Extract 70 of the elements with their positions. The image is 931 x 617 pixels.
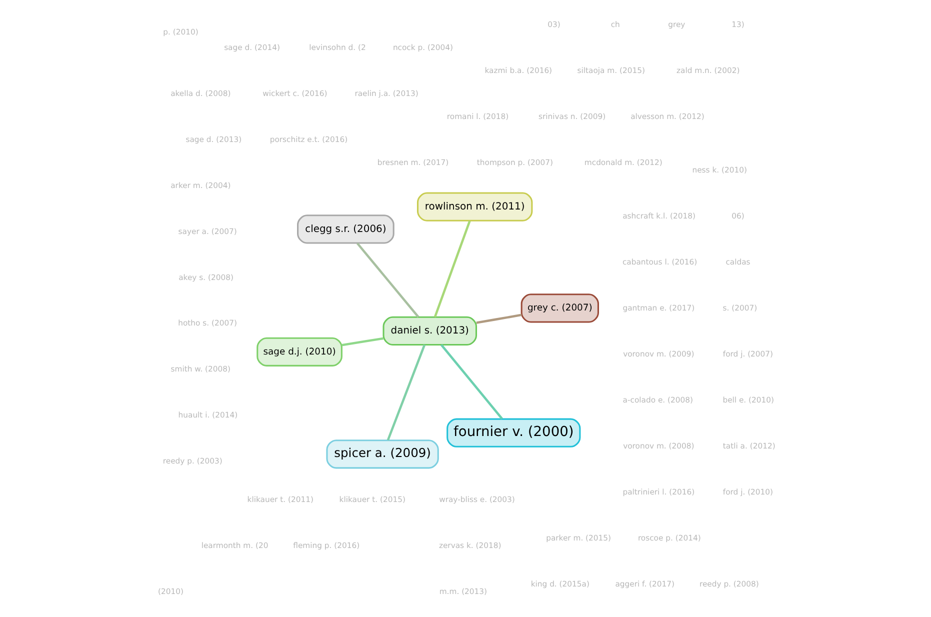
node-text: wray-bliss e. (2003) <box>439 495 515 504</box>
node-text: wickert c. (2016) <box>262 88 328 98</box>
node-text: ness k. (2010) <box>692 165 747 174</box>
node-text: roscoe p. (2014) <box>638 533 701 542</box>
node-text: a-colado e. (2008) <box>622 395 693 404</box>
node-text: sage d. (2014) <box>224 42 280 52</box>
connector <box>342 337 384 346</box>
node-text: kazmi b.a. (2016) <box>484 66 552 75</box>
node-text: bresnen m. (2017) <box>377 158 449 167</box>
node-text: ch <box>610 20 620 29</box>
node-text: s. (2007) <box>722 303 758 312</box>
connector <box>434 220 471 318</box>
node-text: levinsohn d. (2 <box>309 42 366 52</box>
node-text: porschitz e.t. (2016) <box>270 134 348 144</box>
node-text: ford j. (2010) <box>722 487 774 496</box>
connector <box>440 344 503 420</box>
node-text: mcdonald m. (2012) <box>584 158 662 167</box>
node-text: zervas k. (2018) <box>438 541 502 550</box>
node-text: raelin j.a. (2013) <box>354 88 418 98</box>
node-text: parker m. (2015) <box>546 533 612 542</box>
node-text: gantman e. (2017) <box>622 303 695 312</box>
node-text: aggeri f. (2017) <box>615 579 675 588</box>
node-text: reedy p. (2003) <box>162 456 222 466</box>
node-text: voronov m. (2008) <box>623 441 694 450</box>
node-text: reedy p. (2008) <box>699 579 759 588</box>
node-text: learmonth m. (20 <box>201 541 268 550</box>
node-text: klikauer t. (2015) <box>339 495 406 504</box>
node-text: tatli a. (2012) <box>722 441 776 450</box>
node-box: rowlinson m. (2011) <box>416 192 533 222</box>
node-text: 03) <box>548 20 560 29</box>
node-text: thompson p. (2007) <box>476 158 553 167</box>
node-text: zald m.n. (2002) <box>676 66 740 75</box>
node-text: bell e. (2010) <box>722 395 774 404</box>
node-text: siltaoja m. (2015) <box>577 66 645 75</box>
node-box: grey c. (2007) <box>520 294 599 323</box>
connector <box>356 242 420 318</box>
node-text: cabantous l. (2016) <box>622 257 698 266</box>
node-text: m.m. (2013) <box>439 587 488 596</box>
node-text: ncock p. (2004) <box>392 42 453 52</box>
node-text: paltrinieri l. (2016) <box>622 487 695 496</box>
node-text: caldas <box>726 257 750 266</box>
node-text: smith w. (2008) <box>170 364 231 374</box>
node-text: akella d. (2008) <box>170 88 231 98</box>
node-text: akey s. (2008) <box>178 272 234 282</box>
node-text: arker m. (2004) <box>170 180 231 190</box>
node-text: grey <box>668 20 686 29</box>
node-text: hotho s. (2007) <box>178 318 237 328</box>
connector <box>386 344 426 441</box>
node-box: clegg s.r. (2006) <box>297 214 394 244</box>
node-text: king d. (2015a) <box>530 579 590 588</box>
node-text: (2010) <box>158 587 184 596</box>
node-text: sage d. (2013) <box>186 134 242 144</box>
node-box: daniel s. (2013) <box>382 316 478 346</box>
connector <box>476 314 522 324</box>
node-text: ford j. (2007) <box>722 349 774 358</box>
node-text: sayer a. (2007) <box>178 226 237 236</box>
node-box: spicer a. (2009) <box>326 440 439 469</box>
node-text: p. (2010) <box>163 27 198 36</box>
node-text: ashcraft k.l. (2018) <box>622 211 696 220</box>
node-text: alvesson m. (2012) <box>630 112 704 121</box>
node-text: huault i. (2014) <box>178 410 238 420</box>
node-text: klikauer t. (2011) <box>247 495 314 504</box>
node-text: romani l. (2018) <box>446 112 509 121</box>
node-box: sage d.j. (2010) <box>256 337 342 366</box>
node-text: 13) <box>732 20 744 29</box>
node-text: 06) <box>732 211 744 220</box>
node-text: fleming p. (2016) <box>293 541 360 550</box>
node-text: srinivas n. (2009) <box>538 112 606 121</box>
node-text: voronov m. (2009) <box>623 349 694 358</box>
node-box: fournier v. (2000) <box>446 418 581 448</box>
